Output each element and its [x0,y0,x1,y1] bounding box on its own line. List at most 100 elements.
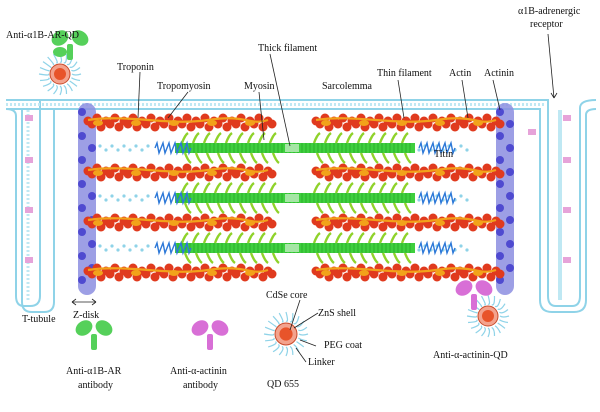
label-linker: Linker [308,357,335,368]
titin-bead [134,194,138,198]
actin-bead [342,222,352,232]
z-disk-bead [506,168,514,176]
actin-bead [333,219,343,229]
label-actinin: Actinin [484,68,514,79]
myosin-head [271,152,280,164]
actin-bead [141,169,151,179]
actin-bead [410,113,420,123]
actin-bead [182,163,192,173]
leader-line [258,91,265,141]
z-disk-bead [496,108,504,116]
z-disk-bead [506,240,514,248]
myosin-head [224,182,233,194]
myosin-head [381,202,390,214]
actin-bead [254,213,264,223]
myosin-head [194,152,203,164]
z-disk-bead [88,144,96,152]
myosin-head [334,232,343,244]
actin-bead [186,222,196,232]
troponin-complex [359,270,369,276]
troponin-complex [93,220,103,226]
actin-bead [486,122,496,132]
titin-spring [418,190,456,206]
actin-bead [123,219,133,229]
myosin-head [205,252,214,264]
peg-strand [497,322,506,329]
titin-bead [459,244,463,248]
actin-bead [450,122,460,132]
z-disk-bead [78,252,86,260]
myosin-head [249,152,258,164]
actin-bead [414,272,424,282]
actin-bead [414,222,424,232]
label-peg-coat: PEG coat [324,340,362,351]
actin-bead [342,172,352,182]
peg-strand [494,298,501,308]
myosin-head [348,252,357,264]
actin-bead [222,272,232,282]
myosin-head [227,152,236,164]
myosin-head [180,182,189,194]
z-disk-bead [506,120,514,128]
z-disk-bead [496,228,504,236]
titin-bead [140,248,144,252]
actin-bead [123,269,133,279]
troponin-complex [435,270,445,276]
actin-bead [450,222,460,232]
thick-filaments [175,132,415,264]
membrane-dots [6,103,562,300]
myosin-head [235,182,244,194]
titin-bead [122,244,126,248]
myosin-head [348,202,357,214]
peg-strand [499,309,509,314]
myosin-head [216,152,225,164]
myosin-head [180,232,189,244]
myosin-head [378,182,387,194]
troponin-complex [131,220,141,226]
label-a1b-receptor-2: receptor [530,19,563,30]
troponin-complex [245,170,255,176]
troponin-complex [93,120,103,126]
receptor-mark [528,129,536,135]
myosin-head [202,232,211,244]
leader-line [289,299,301,331]
receptor-mark [25,257,33,263]
myosin-head [238,202,247,214]
actin-bead [369,269,379,279]
myosin-head [235,232,244,244]
actin-bead [254,263,264,273]
actin-bead [258,272,268,282]
anti-actinin-antibody-icon [191,320,229,350]
anti-a1b-qd-antibody-top [51,30,89,60]
titin-spring [154,240,192,256]
left-t-tubule [21,110,55,313]
myosin-head [370,202,379,214]
z-disk-bead [506,264,514,272]
titin-spring [418,140,456,156]
titin-spring [154,190,192,206]
anti-a1b-antibody-icon [75,320,113,350]
peg-strand [272,315,280,325]
myosin-head [367,232,376,244]
peg-strand [298,326,308,332]
peg-strand [499,315,510,318]
myosin-head [356,182,365,194]
troponin-complex [207,270,217,276]
qd-core [54,68,66,80]
myosin-head [312,182,321,194]
peg-strand [69,61,78,68]
antibody-arm [75,320,93,336]
peg-strand [475,325,483,334]
label-tropomyosin: Tropomyosin [157,81,211,92]
membrane-outer-line [6,99,597,307]
z-disk-bead [88,240,96,248]
actin-bead [482,213,492,223]
actin-bead [114,272,124,282]
antibody-arm [455,280,473,296]
actin-bead [342,272,352,282]
titin-bead [110,194,114,198]
myosin-head [205,152,214,164]
myosin-head [213,232,222,244]
titin-spring [154,140,192,156]
